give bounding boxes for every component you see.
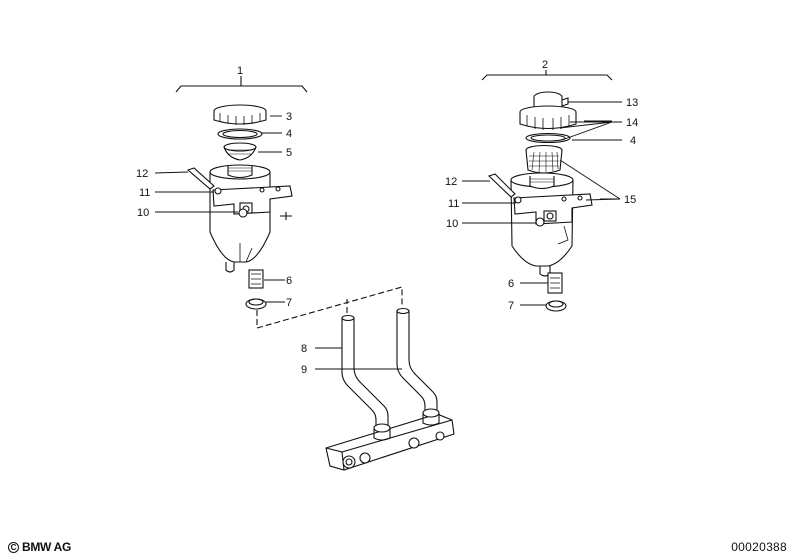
diagram-id: 00020388 bbox=[731, 540, 787, 554]
callout-4-right: 4 bbox=[630, 135, 636, 147]
callout-12-left: 12 bbox=[136, 168, 148, 180]
clamp-left bbox=[245, 298, 267, 310]
callout-7-left: 7 bbox=[286, 297, 292, 309]
callout-14: 14 bbox=[626, 117, 638, 129]
callout-6-left: 6 bbox=[286, 275, 292, 287]
callout-12-right: 12 bbox=[445, 176, 457, 188]
clamp-right bbox=[545, 300, 567, 312]
callout-2: 2 bbox=[542, 59, 548, 71]
callout-5: 5 bbox=[286, 147, 292, 159]
callout-8: 8 bbox=[301, 343, 307, 355]
screw-right bbox=[487, 173, 516, 198]
callout-15: 15 bbox=[624, 194, 636, 206]
hose-left bbox=[248, 269, 264, 289]
reservoir-left bbox=[209, 104, 293, 273]
callout-3: 3 bbox=[286, 111, 292, 123]
callout-6-right: 6 bbox=[508, 278, 514, 290]
group-bracket-1 bbox=[175, 85, 308, 93]
callout-4-left: 4 bbox=[286, 128, 292, 140]
callout-9: 9 bbox=[301, 364, 307, 376]
callout-11-left: 11 bbox=[139, 187, 150, 199]
screw-left bbox=[186, 167, 215, 190]
callout-13: 13 bbox=[626, 97, 638, 109]
callout-7-right: 7 bbox=[508, 300, 514, 312]
connection-dashed-line bbox=[256, 286, 403, 329]
reservoir-right bbox=[510, 91, 593, 277]
brand-name: BMW AG bbox=[22, 540, 72, 554]
callout-10-left: 10 bbox=[137, 207, 149, 219]
group-bracket-2 bbox=[481, 74, 613, 81]
master-cylinder bbox=[325, 408, 455, 471]
copyright-notice: C BMW AG bbox=[8, 540, 71, 554]
hose-right bbox=[547, 272, 563, 294]
brake-pipes bbox=[341, 307, 438, 428]
copyright-icon: C bbox=[8, 541, 19, 553]
callout-1: 1 bbox=[237, 65, 243, 77]
callout-11-right: 11 bbox=[448, 198, 459, 210]
callout-10-right: 10 bbox=[446, 218, 458, 230]
